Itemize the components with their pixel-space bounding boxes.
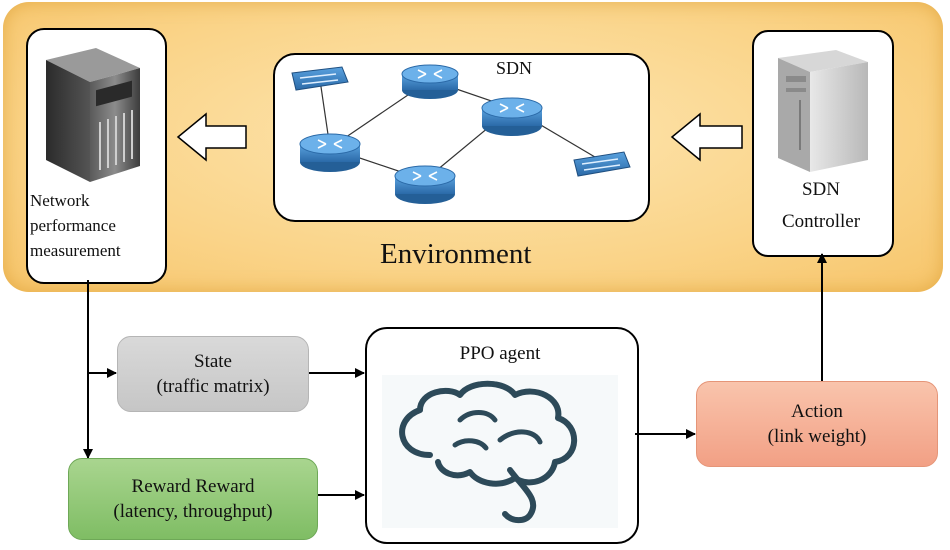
state-title: State <box>194 351 232 372</box>
controller-label: SDN Controller <box>752 174 890 238</box>
network-links <box>319 79 601 181</box>
action-subtitle: (link weight) <box>767 426 867 447</box>
router-icon <box>394 165 456 204</box>
reward-title: Reward Reward <box>131 476 255 497</box>
reward-box: Reward Reward (latency, throughput) <box>68 458 318 540</box>
environment-label: Environment <box>380 238 532 270</box>
action-box: Action (link weight) <box>696 381 938 467</box>
state-subtitle: (traffic matrix) <box>156 376 270 397</box>
router-icon <box>299 133 361 172</box>
ppo-agent-label: PPO agent <box>459 343 541 364</box>
reward-subtitle: (latency, throughput) <box>113 501 273 522</box>
action-title: Action <box>791 401 843 422</box>
sdn-label: SDN <box>496 58 533 78</box>
hollow-arrow-icon <box>670 112 743 162</box>
switch-icon <box>573 151 631 177</box>
controller-tower-icon <box>778 50 868 172</box>
router-icon <box>401 64 459 99</box>
state-box: State (traffic matrix) <box>117 336 309 412</box>
brain-icon <box>382 375 618 528</box>
controller-label-line2: Controller <box>781 211 861 232</box>
switch-icon <box>291 66 349 91</box>
server-icon <box>46 48 140 182</box>
measurement-label: Network performance measurement <box>30 191 121 260</box>
router-icon <box>481 97 543 136</box>
hollow-arrow-icon <box>176 112 247 162</box>
controller-label-line1: SDN <box>801 179 840 200</box>
connector-arrows <box>83 253 827 500</box>
